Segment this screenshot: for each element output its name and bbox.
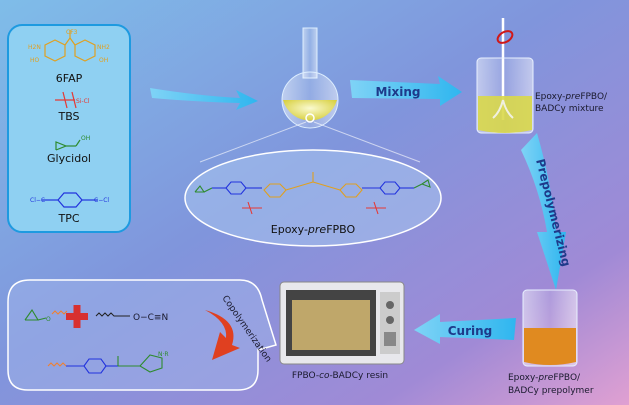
- beaker-prepolymer-icon: [522, 289, 578, 367]
- reagent-label-glycidol: Glycidol: [47, 152, 91, 165]
- beaker-mixture-icon: [476, 18, 534, 134]
- beaker-mixture-label-line1: Epoxy-preFPBO/: [535, 92, 608, 102]
- 6fap-structure-icon: CF3 H2N NH2 HO OH: [28, 29, 110, 64]
- copolymerization-panel: O O−C≡N N·R Copolymerization: [7, 279, 277, 391]
- cyanate-group-label: O−C≡N: [133, 313, 168, 323]
- svg-text:C−Cl: C−Cl: [94, 197, 109, 204]
- beaker-prepolymer-label-line2: BADCy prepolymer: [508, 386, 594, 396]
- reagent-label-6fap: 6FAP: [56, 72, 83, 85]
- reagent-label-tbs: TBS: [57, 110, 79, 123]
- reagent-label-tpc: TPC: [57, 212, 79, 225]
- glycidol-structure-icon: OH: [55, 135, 90, 151]
- epoxy-prefpbo-structure-icon: [194, 172, 431, 215]
- reagent-panel: CF3 H2N NH2 HO OH 6FAP Si-Cl TBS OH Glyc…: [7, 24, 131, 233]
- magnify-line-right: [313, 121, 421, 163]
- arrow-to-flask: [150, 88, 258, 110]
- svg-text:Cl−C: Cl−C: [30, 197, 45, 204]
- red-curved-arrow-icon: [205, 310, 240, 360]
- svg-text:CF3: CF3: [66, 29, 78, 36]
- svg-text:H2N: H2N: [28, 44, 41, 51]
- oven-icon: [279, 281, 405, 365]
- epoxy-prefpbo-label: Epoxy-preFPBO: [271, 223, 356, 236]
- oxazolidinone-product-icon: N·R: [47, 351, 169, 374]
- svg-text:HO: HO: [30, 57, 40, 64]
- svg-text:Si-Cl: Si-Cl: [76, 98, 90, 105]
- beaker-prepolymer-label-line1: Epoxy-preFPBO/: [508, 373, 581, 383]
- svg-text:N·R: N·R: [158, 351, 169, 358]
- epoxy-prefpbo-panel: Epoxy-preFPBO: [184, 149, 442, 247]
- tbs-structure-icon: Si-Cl: [55, 91, 90, 109]
- tpc-structure-icon: Cl−C C−Cl: [30, 192, 109, 208]
- mixing-arrow: Mixing: [350, 76, 462, 106]
- epoxy-group-icon: O: [24, 308, 68, 323]
- resin-label: FPBO-co-BADCy resin: [292, 371, 388, 381]
- plus-icon: [66, 305, 88, 328]
- svg-text:OH: OH: [81, 135, 90, 142]
- svg-text:O: O: [46, 316, 51, 323]
- beaker-mixture-label-line2: BADCy mixture: [535, 104, 604, 114]
- svg-text:NH2: NH2: [97, 44, 110, 51]
- curing-arrow: Curing: [414, 314, 516, 344]
- curing-label: Curing: [448, 324, 493, 338]
- round-bottom-flask-icon: [281, 27, 339, 129]
- polymer-chain-icon: [95, 312, 130, 317]
- svg-text:OH: OH: [99, 57, 108, 64]
- magnify-line-left: [199, 121, 307, 163]
- mixing-label: Mixing: [375, 85, 420, 99]
